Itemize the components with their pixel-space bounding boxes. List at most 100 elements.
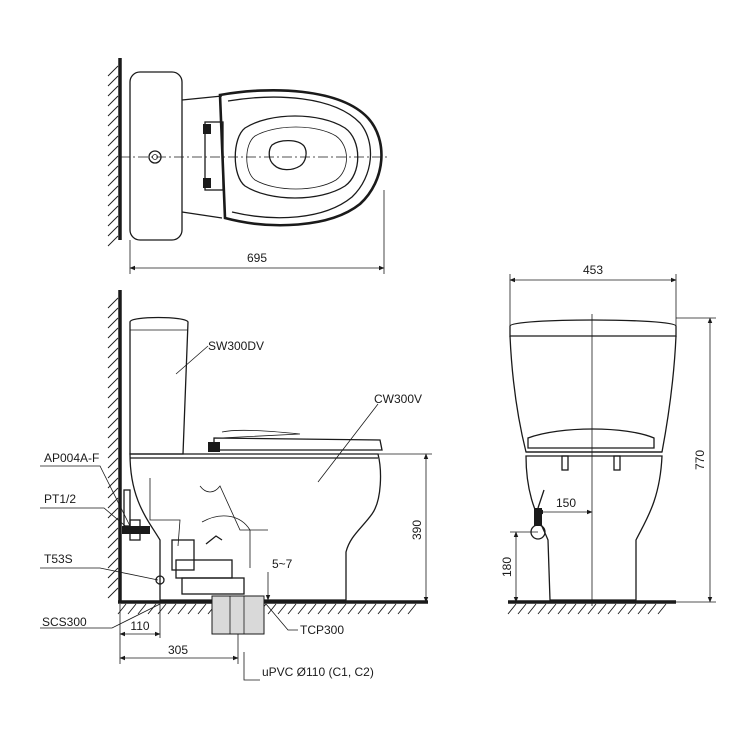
hatch-line xyxy=(137,603,147,615)
hatch-line xyxy=(107,477,119,489)
seat-hinge xyxy=(204,121,224,191)
hatch-line xyxy=(107,135,119,147)
rough-in-dim-label: 305 xyxy=(168,643,188,657)
drain-pipe-label: uPVC Ø110 (C1, C2) xyxy=(262,665,374,679)
hatch-line xyxy=(107,507,119,519)
hatch-line xyxy=(107,205,119,217)
hatch-line xyxy=(107,547,119,559)
hatch-line xyxy=(387,603,397,615)
dimension-695: 695 xyxy=(129,190,385,274)
hatch-line xyxy=(277,603,287,615)
hatch-line xyxy=(107,175,119,187)
seat-side xyxy=(213,437,383,451)
supply-offset-dim-label: 150 xyxy=(556,496,576,510)
hatch-line xyxy=(657,603,667,615)
tank-model-label: SW300DV xyxy=(208,339,264,353)
hatch-line xyxy=(197,603,207,615)
top-view: 695 xyxy=(107,58,390,274)
hatch-line xyxy=(327,603,337,615)
hatch-line xyxy=(107,527,119,539)
hatch-line xyxy=(647,603,657,615)
bowl-side-outline xyxy=(129,453,382,601)
hatch-line xyxy=(527,603,537,615)
hatch-line xyxy=(107,467,119,479)
dimension-150: 150 xyxy=(537,496,593,515)
toilet-lid-outline xyxy=(218,89,383,227)
hatch-line xyxy=(107,85,119,97)
hatch-line xyxy=(367,603,377,615)
hatch-line xyxy=(177,603,187,615)
tank-front-outline xyxy=(509,335,677,453)
dimension-453: 453 xyxy=(509,263,677,326)
hatch-line xyxy=(107,427,119,439)
supply-height-dim-label: 180 xyxy=(500,557,514,577)
gap-dim-label: 5~7 xyxy=(272,557,293,571)
dimension-390: 390 xyxy=(378,453,432,603)
stop-valve xyxy=(122,489,150,541)
hatch-line xyxy=(577,603,587,615)
hatch-line xyxy=(107,537,119,549)
hatch-line xyxy=(107,517,119,529)
front-view: 453 770 180 150 xyxy=(500,263,716,615)
hatch-line xyxy=(107,567,119,579)
hatch-line xyxy=(107,185,119,197)
hatch-line xyxy=(167,603,177,615)
hatch-line xyxy=(397,603,407,615)
hatch-line xyxy=(107,95,119,107)
side-view-wall xyxy=(107,290,122,602)
hatch-line xyxy=(107,497,119,509)
hatch-line xyxy=(637,603,647,615)
hatch-line xyxy=(107,417,119,429)
hatch-line xyxy=(107,145,119,157)
hatch-line xyxy=(187,603,197,615)
total-height-dim-label: 770 xyxy=(693,450,707,470)
hatch-line xyxy=(267,603,277,615)
hatch-line xyxy=(107,437,119,449)
hatch-line xyxy=(627,603,637,615)
hatch-line xyxy=(117,603,127,615)
hatch-line xyxy=(567,603,577,615)
top-width-dim-label: 695 xyxy=(247,251,267,265)
sealing-label: SCS300 xyxy=(42,615,87,629)
wall-offset-dim-label: 110 xyxy=(130,619,149,633)
hatch-line xyxy=(107,327,119,339)
hatch-line xyxy=(297,603,307,615)
hatch-line xyxy=(307,603,317,615)
hatch-line xyxy=(587,603,597,615)
bowl-top-outline xyxy=(234,115,359,199)
hatch-line xyxy=(337,603,347,615)
dimension-110: 110 xyxy=(119,586,161,664)
hatch-line xyxy=(107,337,119,349)
dimension-gap: 5~7 xyxy=(265,557,293,601)
hatch-line xyxy=(107,357,119,369)
hatch-line xyxy=(547,603,557,615)
hatch-line xyxy=(147,603,157,615)
hatch-line xyxy=(107,457,119,469)
drain-opening-top xyxy=(268,139,307,171)
hatch-line xyxy=(537,603,547,615)
bowl-front-outline xyxy=(525,455,663,601)
dimension-180: 180 xyxy=(500,531,538,603)
hatch-line xyxy=(377,603,387,615)
top-view-wall xyxy=(107,58,122,247)
hatch-line xyxy=(107,347,119,359)
hatch-line xyxy=(107,125,119,137)
hatch-line xyxy=(107,65,119,77)
hatch-line xyxy=(347,603,357,615)
dimension-305: 305 xyxy=(119,634,239,664)
bowl-height-dim-label: 390 xyxy=(410,520,424,540)
hatch-line xyxy=(517,603,527,615)
hatch-line xyxy=(107,215,119,227)
hatch-line xyxy=(107,75,119,87)
hatch-line xyxy=(107,587,119,599)
hatch-line xyxy=(287,603,297,615)
bowl-model-label: CW300V xyxy=(374,392,422,406)
hatch-line xyxy=(107,387,119,399)
hatch-line xyxy=(107,115,119,127)
hatch-line xyxy=(107,367,119,379)
hatch-line xyxy=(107,155,119,167)
hatch-line xyxy=(607,603,617,615)
hatch-line xyxy=(107,307,119,319)
hatch-line xyxy=(107,297,119,309)
